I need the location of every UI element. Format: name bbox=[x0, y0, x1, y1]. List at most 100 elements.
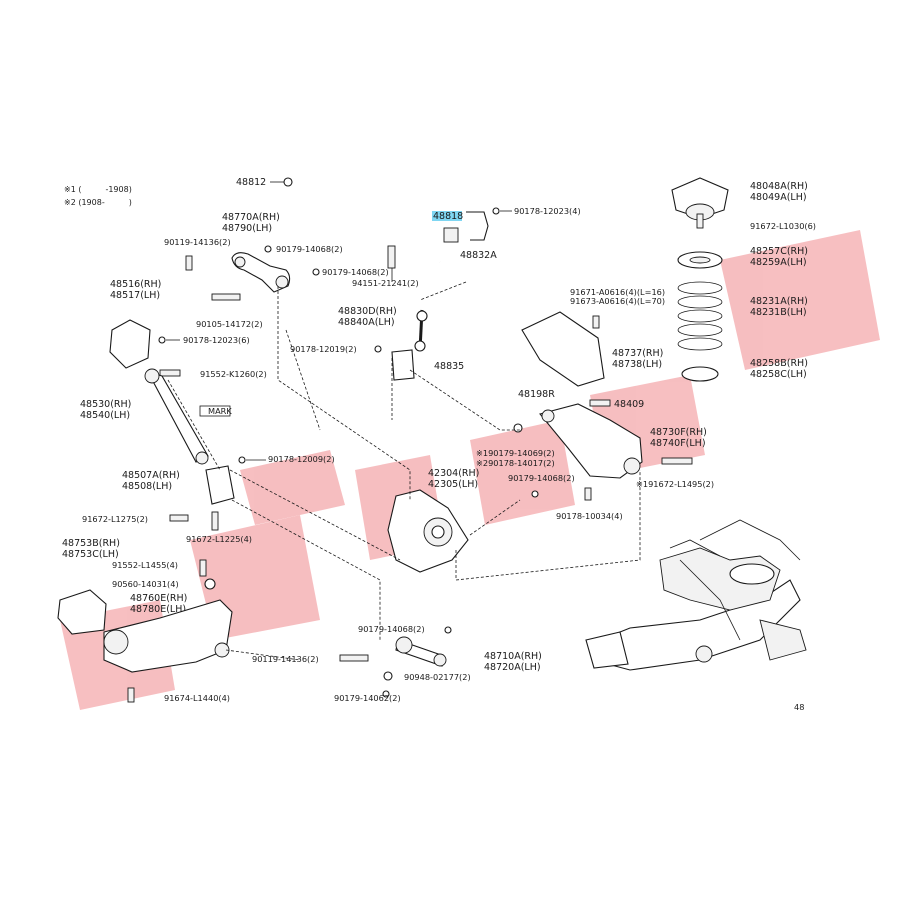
label-90119-14136-2b: 90119-14136(2) bbox=[252, 654, 319, 664]
bracket-48516 bbox=[109, 319, 151, 369]
label-91674-L1440-4: 91674-L1440(4) bbox=[164, 693, 230, 703]
page-number: 48 bbox=[794, 702, 804, 712]
label-48770A: 48770A(RH) bbox=[222, 212, 280, 223]
label-90178-12019-2: 90178-12019(2) bbox=[290, 344, 357, 354]
label-48832A: 48832A bbox=[460, 250, 497, 261]
bolt-icon bbox=[211, 293, 241, 301]
bolt-icon bbox=[211, 511, 219, 531]
bolt-icon bbox=[387, 245, 396, 269]
bolt-icon bbox=[159, 369, 181, 377]
nut-icon bbox=[264, 245, 272, 253]
bolt-icon bbox=[584, 487, 592, 501]
cover-48737 bbox=[521, 311, 605, 387]
spring-insulator-48258B bbox=[681, 366, 719, 382]
label-48760E: 48760E(RH) bbox=[130, 593, 187, 604]
label-48507A: 48507A(RH) bbox=[122, 470, 180, 481]
nut-icon bbox=[444, 626, 452, 634]
bolt-icon bbox=[169, 514, 189, 522]
label-48258B: 48258B(RH) bbox=[750, 358, 808, 369]
bolt-icon bbox=[199, 559, 207, 577]
label-91672-L1495-2: ※191672-L1495(2) bbox=[636, 479, 714, 489]
nut-icon bbox=[374, 345, 382, 353]
label-48753C: 48753C(LH) bbox=[62, 549, 119, 560]
label-91672-L1275-2: 91672-L1275(2) bbox=[82, 514, 148, 524]
label-48835: 48835 bbox=[434, 361, 464, 372]
label-90179-14068-2a: 90179-14068(2) bbox=[276, 244, 343, 254]
label-90178-14017-2: ※290178-14017(2) bbox=[476, 458, 555, 468]
mark-box bbox=[199, 405, 231, 417]
label-90119-14136-2a: 90119-14136(2) bbox=[164, 237, 231, 247]
label-90560-14031-4: 90560-14031(4) bbox=[112, 579, 179, 589]
label-48231B: 48231B(LH) bbox=[750, 307, 807, 318]
label-48508: 48508(LH) bbox=[122, 481, 172, 492]
stabilizer-bar bbox=[283, 177, 441, 264]
label-48049A: 48049A(LH) bbox=[750, 192, 807, 203]
label-48259A: 48259A(LH) bbox=[750, 257, 807, 268]
label-48257C: 48257C(RH) bbox=[750, 246, 808, 257]
label-90179-14068-2d: 90179-14068(2) bbox=[358, 624, 425, 634]
coil-spring-48231A bbox=[677, 281, 723, 351]
label-48818[interactable]: 48818 bbox=[433, 211, 463, 222]
washer-icon bbox=[204, 578, 216, 590]
note-1: ※1 ( -1908) bbox=[64, 185, 132, 194]
label-mark: MARK bbox=[208, 406, 232, 416]
bolt-icon bbox=[661, 457, 693, 465]
note-2: ※2 (1908- ) bbox=[64, 198, 132, 207]
bolt-icon bbox=[696, 213, 704, 229]
upper-arm-48770A bbox=[231, 252, 291, 293]
label-91552-L1455-4: 91552-L1455(4) bbox=[112, 560, 178, 570]
label-90179-14068-2c: 90179-14068(2) bbox=[508, 473, 575, 483]
label-48738: 48738(LH) bbox=[612, 359, 662, 370]
label-91671-A0616: 91671-A0616(4)(L=16) bbox=[570, 287, 665, 297]
bolt-icon bbox=[127, 687, 135, 703]
label-48516: 48516(RH) bbox=[110, 279, 161, 290]
label-91673-A0616: 91673-A0616(4)(L=70) bbox=[570, 296, 665, 306]
nut-icon bbox=[513, 423, 523, 433]
washer-icon bbox=[383, 671, 393, 681]
bracket-48835 bbox=[391, 349, 415, 381]
shock-absorber-48530 bbox=[146, 371, 209, 463]
bracket-48507A bbox=[205, 465, 235, 505]
label-91672-L1225-4: 91672-L1225(4) bbox=[186, 534, 252, 544]
label-48812: 48812 bbox=[236, 177, 266, 188]
label-48517: 48517(LH) bbox=[110, 290, 160, 301]
label-48231A: 48231A(RH) bbox=[750, 296, 808, 307]
spring-support-48048A bbox=[671, 177, 729, 219]
assembled-view bbox=[585, 519, 807, 671]
bolt-icon bbox=[592, 315, 600, 329]
nut-icon bbox=[382, 690, 390, 698]
link-joint-icon bbox=[416, 310, 428, 322]
label-48720A: 48720A(LH) bbox=[484, 662, 541, 673]
label-48830D: 48830D(RH) bbox=[338, 306, 397, 317]
label-90178-12023-6: 90178-12023(6) bbox=[183, 335, 250, 345]
label-90179-14062-2: 90179-14062(2) bbox=[334, 693, 401, 703]
bolt-icon bbox=[339, 654, 369, 662]
lower-control-arm-48730F bbox=[539, 403, 643, 479]
label-90178-12023-4: 90178-12023(4) bbox=[514, 206, 581, 216]
label-42304: 42304(RH) bbox=[428, 468, 479, 479]
label-48730F: 48730F(RH) bbox=[650, 427, 707, 438]
bolt-icon bbox=[185, 255, 193, 271]
label-48840A: 48840A(LH) bbox=[338, 317, 395, 328]
label-90178-12009-2: 90178-12009(2) bbox=[268, 454, 335, 464]
bolt-icon bbox=[492, 207, 500, 215]
label-91552-K1260-2: 91552-K1260(2) bbox=[200, 369, 267, 379]
bolt-icon bbox=[158, 336, 166, 344]
label-48409: 48409 bbox=[614, 399, 644, 410]
label-91672-L1030-6: 91672-L1030(6) bbox=[750, 221, 816, 231]
label-90179-14068-2b: 90179-14068(2) bbox=[322, 267, 389, 277]
bushing-48818 bbox=[443, 227, 459, 243]
label-48540: 48540(LH) bbox=[80, 410, 130, 421]
watermark bbox=[60, 230, 880, 710]
nut-icon bbox=[238, 456, 246, 464]
bracket-48832A bbox=[466, 211, 489, 241]
bolt-icon bbox=[589, 399, 611, 407]
label-48710A: 48710A(RH) bbox=[484, 651, 542, 662]
label-90179-14069-2: ※190179-14069(2) bbox=[476, 448, 555, 458]
label-48740F: 48740F(LH) bbox=[650, 438, 706, 449]
label-94151-21241-2: 94151-21241(2) bbox=[352, 278, 419, 288]
label-90105-14172-2: 90105-14172(2) bbox=[196, 319, 263, 329]
label-48048A: 48048A(RH) bbox=[750, 181, 808, 192]
